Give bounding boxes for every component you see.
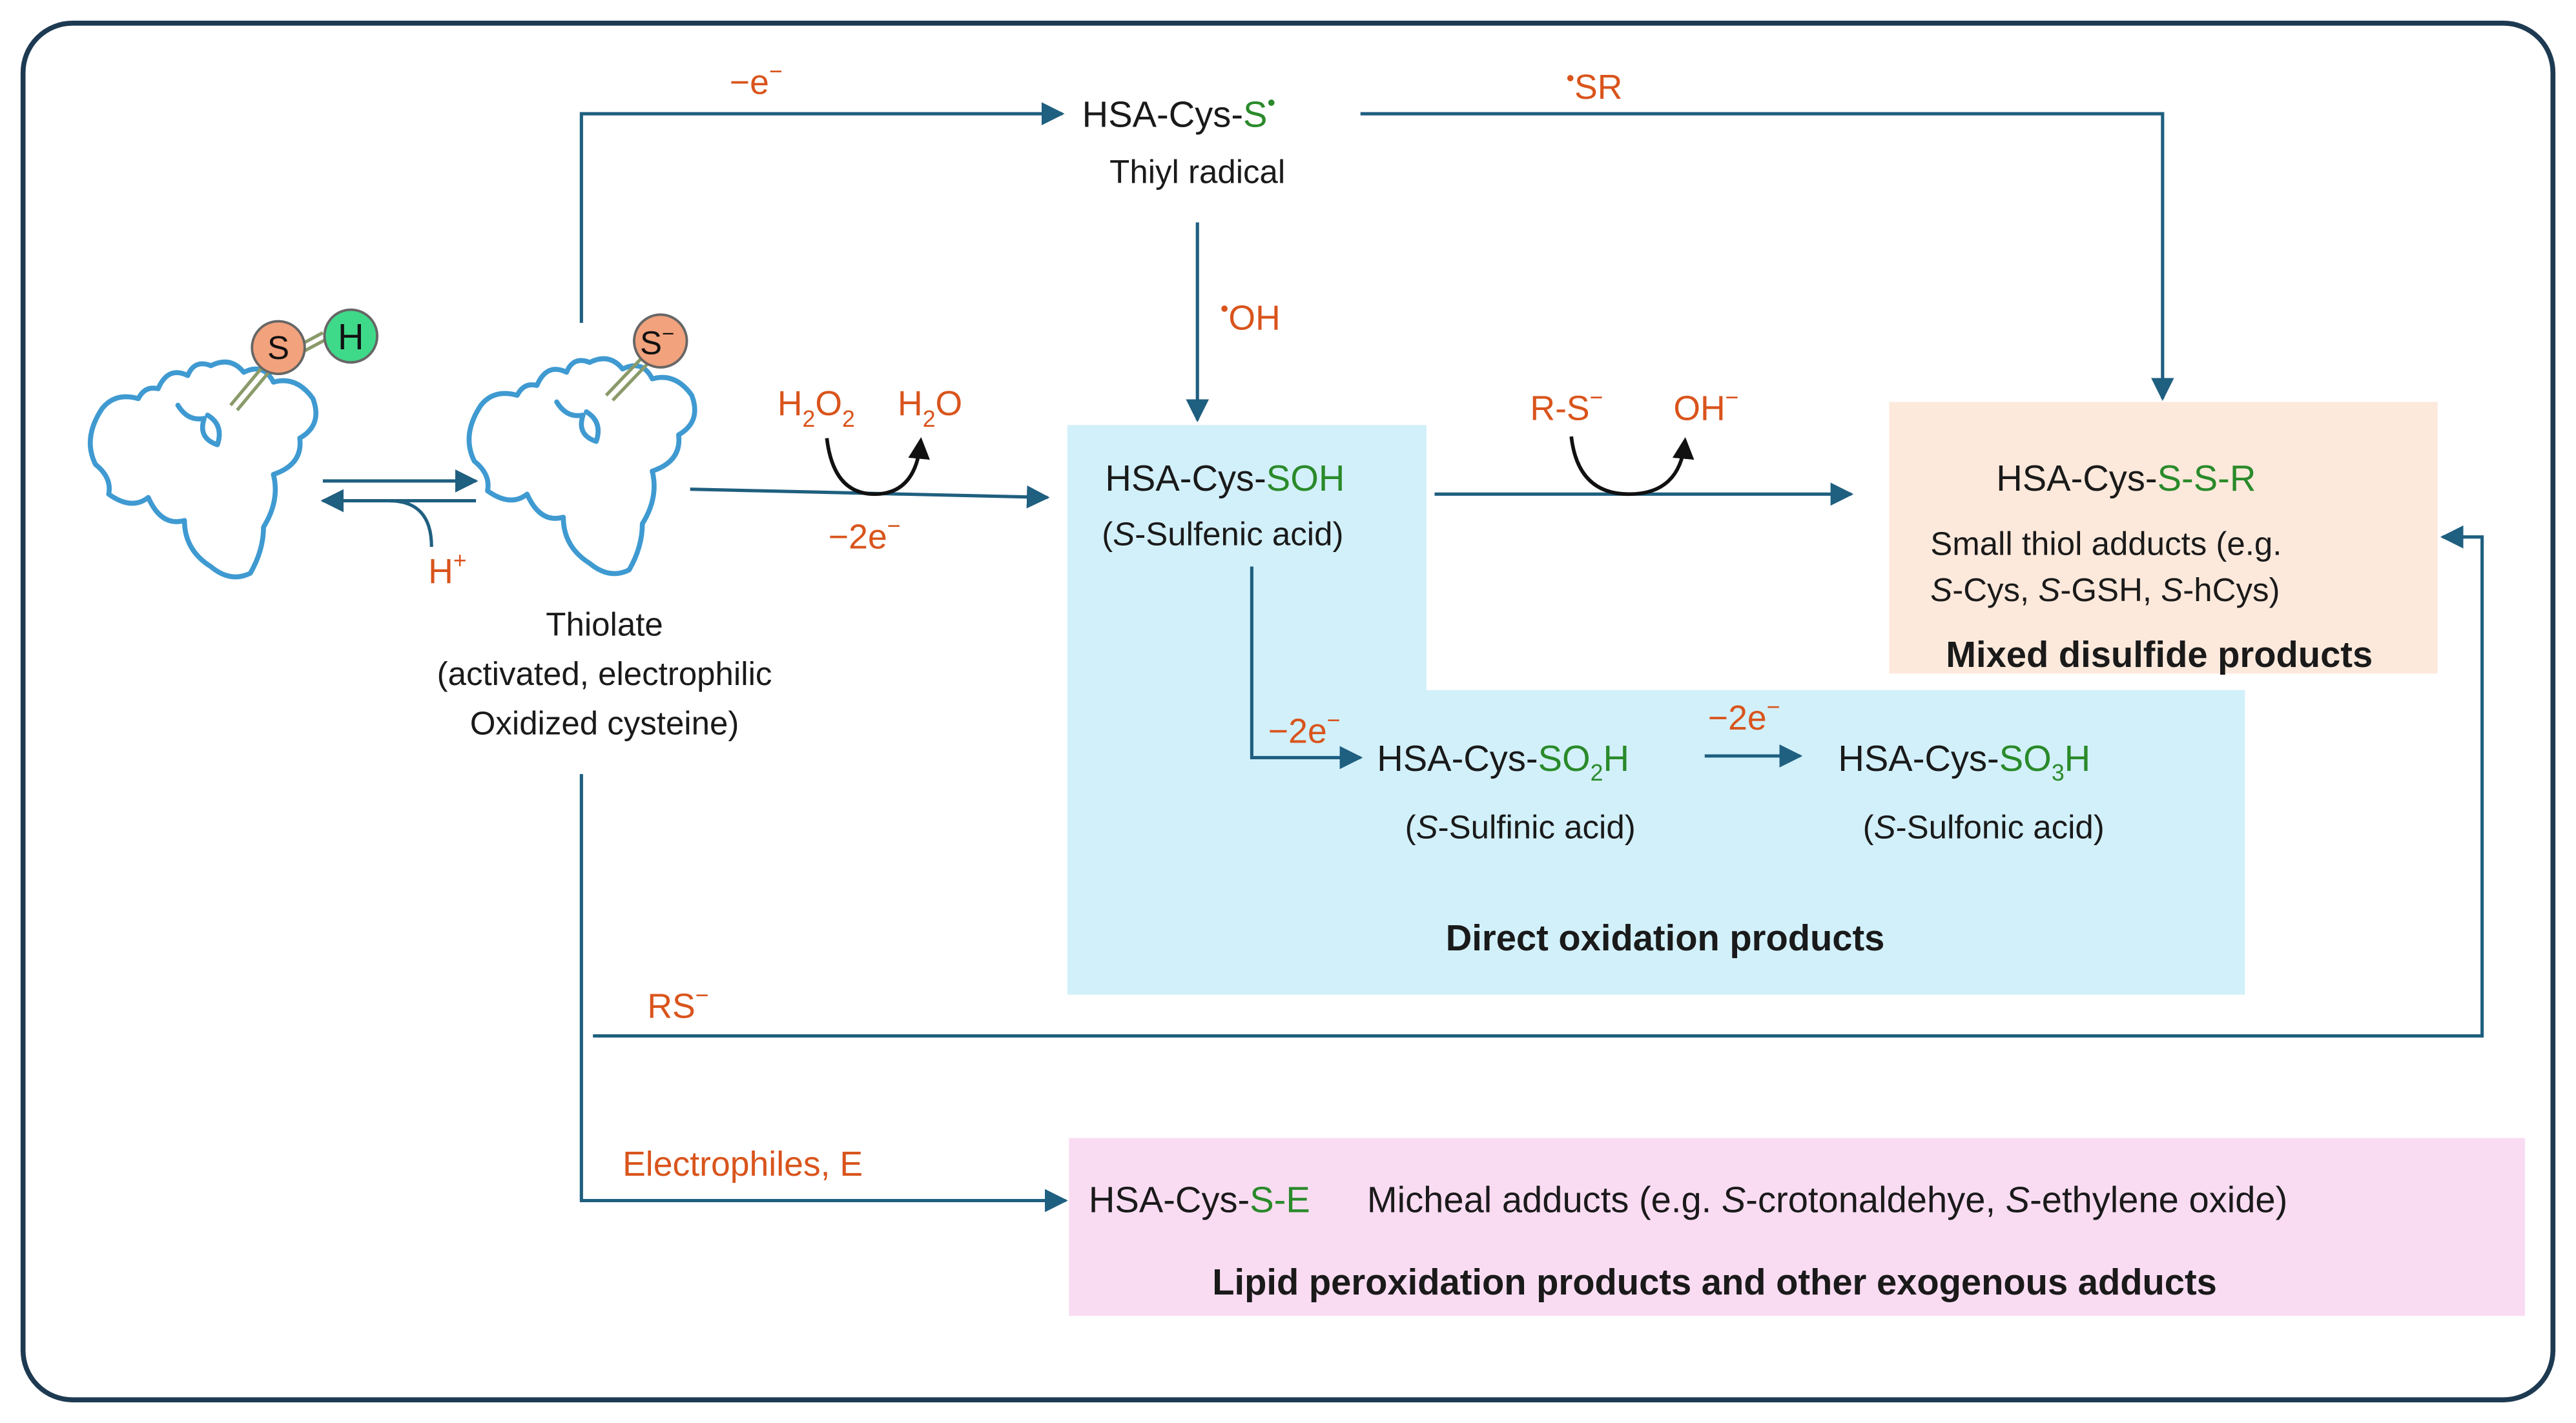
lipid-box <box>1069 1138 2525 1316</box>
oxidation-box <box>1067 425 2245 995</box>
thiolate-atom <box>633 313 688 369</box>
thiolate-anion-label: RS− <box>647 982 708 1025</box>
protein-thiolate-icon <box>466 356 697 577</box>
sulfenic-formula: HSA-Cys-SOH <box>1105 458 1345 498</box>
proton-release-curve <box>388 498 433 547</box>
two-electron-label: −2e− <box>829 513 901 557</box>
thiol-curve-arrow <box>1569 436 1695 497</box>
proton-label: H+ <box>428 548 467 591</box>
thiolate-title: Thiolate <box>546 606 663 643</box>
sulfur-atom-label: S <box>267 329 289 366</box>
oxidation-title: Direct oxidation products <box>1446 917 1885 958</box>
one-electron-label: −e− <box>730 59 783 102</box>
hydroxyl-radical-label: •OH <box>1221 296 1281 337</box>
outer-frame <box>20 21 2556 1402</box>
disulfide-desc-line1: Small thiol adducts (e.g. <box>1930 526 2282 562</box>
thiolate-desc-line1: (activated, electrophilic <box>437 655 772 692</box>
disulfide-title: Mixed disulfide products <box>1946 634 2373 675</box>
thiyl-name: Thiyl radical <box>1109 153 1285 190</box>
thiyl-to-disulfide-arrow <box>1360 112 2174 401</box>
thiyl-formula: HSA-Cys-S• <box>1082 90 1275 135</box>
sulfonic-formula: HSA-Cys-SO3H <box>1838 738 2090 786</box>
sulfenic-to-sulfinic-arrow <box>1250 566 1363 770</box>
thiolate-bond <box>604 358 649 402</box>
h2o-label: H2O <box>898 385 962 432</box>
disulfide-formula: HSA-Cys-S-S-R <box>1996 458 2256 498</box>
radical-arrow <box>579 102 1065 323</box>
sulfinic-step-label: −2e− <box>1268 708 1341 751</box>
hydrogen-atom-label: H <box>338 316 364 357</box>
thiolate-to-disulfide-arrow <box>593 525 2484 1038</box>
protein-thiol-icon <box>87 359 318 580</box>
micheal-desc: Micheal adducts (e.g. S-crotonaldehye, S… <box>1367 1179 2287 1220</box>
electrophile-label: Electrophiles, E <box>623 1145 863 1183</box>
thiolate-atom-label: S− <box>640 322 674 361</box>
thiol-reagent-label: R-S− <box>1530 385 1603 428</box>
hydrogen-atom <box>323 308 378 364</box>
sr-radical-label: •SR <box>1567 65 1623 107</box>
sulfenic-name: (S-Sulfenic acid) <box>1102 515 1343 552</box>
sulfinic-name: (S-Sulfinic acid) <box>1405 808 1636 845</box>
hydroxide-label: OH− <box>1673 385 1738 428</box>
peroxide-curve-arrow <box>825 437 930 497</box>
disulfide-desc-line2: S-Cys, S-GSH, S-hCys) <box>1930 571 2280 608</box>
sulfonic-step-label: −2e− <box>1708 694 1780 737</box>
electrophile-arrow <box>579 773 1068 1213</box>
sulfonic-name: (S-Sulfonic acid) <box>1863 808 2105 845</box>
h2o2-label: H2O2 <box>778 385 855 432</box>
lipid-title: Lipid peroxidation products and other ex… <box>1212 1262 2217 1302</box>
sulfinic-formula: HSA-Cys-SO2H <box>1377 738 1629 786</box>
sulfur-atom <box>251 320 306 376</box>
disulfide-box <box>1889 402 2438 674</box>
thiolate-desc-line2: Oxidized cysteine) <box>470 705 739 742</box>
micheal-formula: HSA-Cys-S-E <box>1089 1179 1310 1220</box>
